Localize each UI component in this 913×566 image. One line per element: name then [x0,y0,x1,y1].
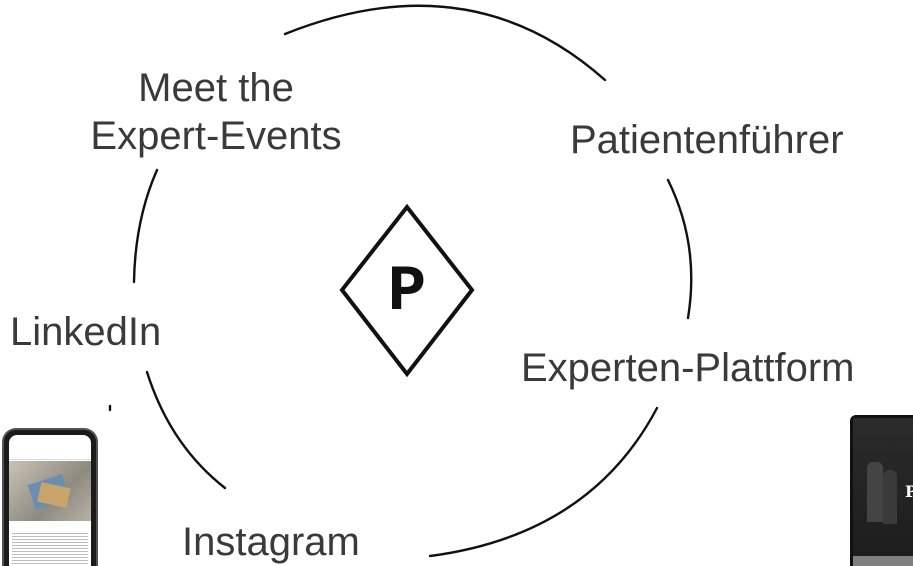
label-meet-line1: Meet the [138,66,294,110]
tablet-band [853,556,913,566]
arc-left-upper [132,168,159,284]
logo-mark: P [339,203,475,378]
tablet-logo: P [905,482,913,501]
arc-right-upper [666,178,693,320]
label-meet-line2: Expert-Events [90,114,342,158]
tablet-screen: P [853,418,913,566]
phone-screen [9,435,91,566]
arc-right-lower [428,406,659,558]
arc-top [283,4,607,82]
phone-post-photo [9,461,91,521]
phone-mockup-image [4,430,96,566]
tablet-mockup-image: P [850,415,913,566]
tablet-figure-2 [883,470,897,524]
label-instagram: Instagram [182,520,360,564]
label-meet-the-expert-events: Meet the Expert-Events [66,66,366,158]
arc-left-lower [145,370,227,490]
phone-post-text [12,531,88,566]
label-experten-plattform: Experten-Plattform [521,346,855,390]
logo-letter: P [388,257,426,329]
tablet-figure-1 [867,462,883,522]
label-linkedin: LinkedIn [10,310,162,354]
logo-diamond [339,203,475,378]
phone-topbar [9,435,91,460]
label-patientenfuehrer: Patientenführer [570,118,844,162]
